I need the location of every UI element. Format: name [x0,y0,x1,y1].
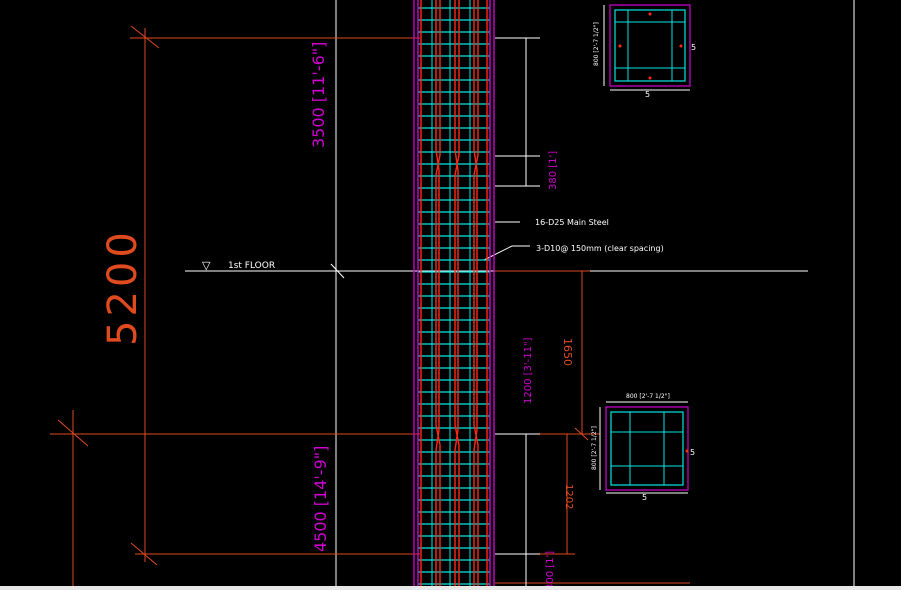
section-lower-outer [605,406,689,491]
section-lower-right-mark: 5 [690,448,695,457]
floor-label: 1st FLOOR [228,261,275,271]
rebar-2 [435,0,440,590]
total-height-label: 5200 [100,228,146,346]
section-top-right-mark: 5 [691,43,696,52]
section-lower-bottom-mark: 5 [642,493,647,502]
section-top-bottom-mark: 5 [645,90,650,99]
lower-dim-label: 1202 [563,484,574,509]
section-top-inner [614,9,686,82]
spacing-top-label: 380 [1'] [548,151,559,190]
floor-tick [330,263,345,279]
section-top-bar [679,44,683,48]
section-lower: 800 [2'-7 1/2"] 800 [2'-7 1/2"] 5 5 [591,393,695,502]
ties-label: 3-D10@ 150mm (clear spacing) [536,244,664,253]
rebar-3 [454,0,459,590]
main-steel-label: 16-D25 Main Steel [535,218,609,227]
section-top: 800 [2'-7 1/2"] 5 5 [593,4,696,99]
section-lower-bar [685,449,689,453]
total-top-tick [130,25,160,49]
section-top-bar [648,76,652,80]
rebar-3b [454,0,460,590]
ties-leader [483,245,513,261]
dimension-lines-orange [50,25,690,590]
reference-lines [185,0,855,590]
bottom-status-strip [0,586,901,590]
section-top-side-label: 800 [2'-7 1/2"] [593,22,600,66]
upper-height-label: 3500 [11'-6"] [309,42,328,148]
column-outline [413,0,495,590]
floor-symbol: ▽ [202,259,211,272]
section-lower-top-label: 800 [2'-7 1/2"] [626,393,670,400]
lower-height-label: 4500 [14'-9"] [311,446,330,552]
column-elevation [413,0,495,590]
bottom-spacing-label: 300 [1'] [545,551,556,590]
rebar-2b [435,0,441,590]
dimension-lines-white [483,37,540,590]
offset-dim-label: 1650 [561,338,574,366]
section-top-outer [609,4,691,87]
rebar-4 [473,0,478,590]
main-rebars [420,0,488,590]
rebar-4b [473,0,479,590]
section-lower-side-label: 800 [2'-7 1/2"] [591,426,598,470]
section-top-bar [648,12,652,16]
section-lower-inner [610,411,684,486]
tie-zone-label: 1200 [3'-11"] [523,337,534,404]
section-top-bar [618,44,622,48]
column-cross-lines [431,0,471,590]
stirrups [418,7,490,585]
